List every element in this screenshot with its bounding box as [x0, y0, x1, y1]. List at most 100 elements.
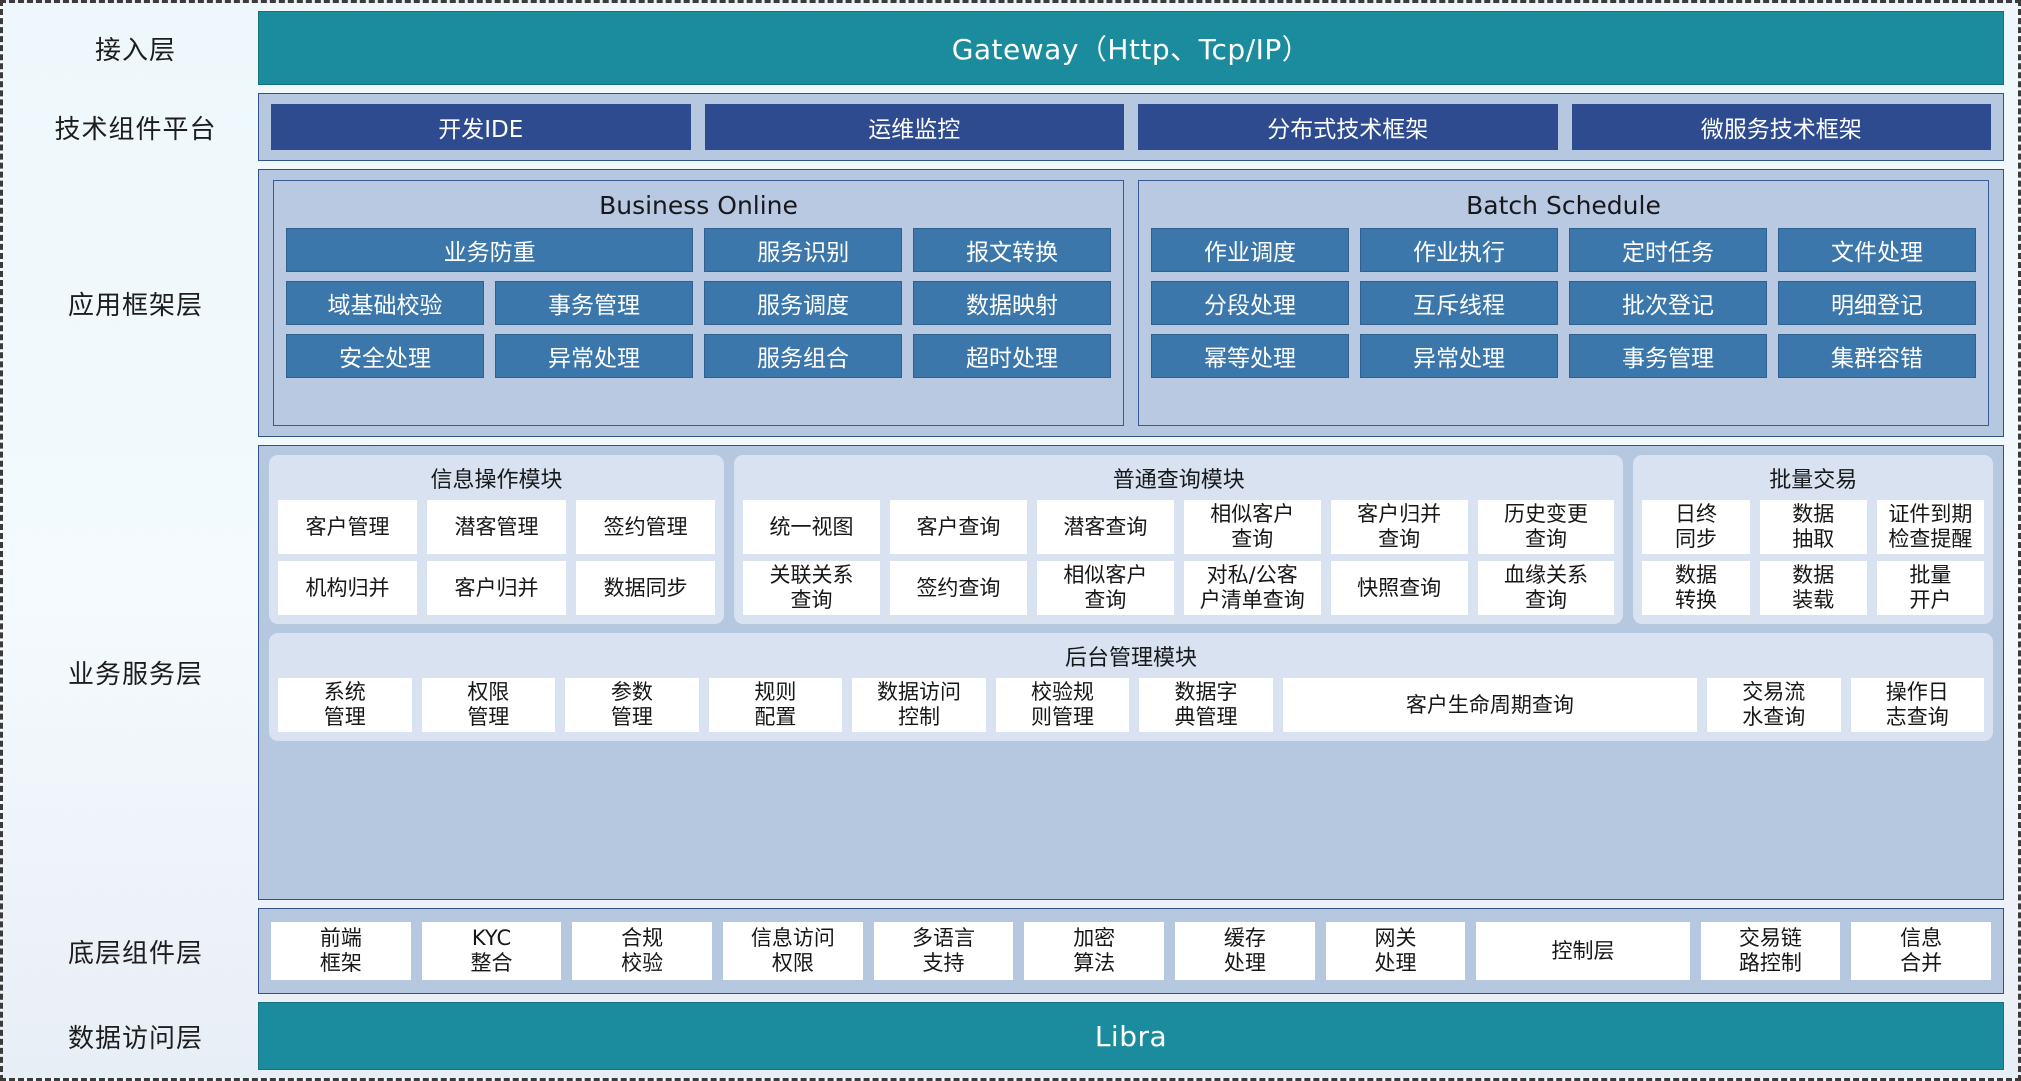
- biz-admin-cell[interactable]: 系统 管理: [278, 678, 412, 732]
- app-cell[interactable]: 分段处理: [1151, 281, 1349, 325]
- app-group-row: 域基础校验事务管理服务调度数据映射: [286, 281, 1111, 325]
- biz-admin-cell[interactable]: 数据访问 控制: [852, 678, 986, 732]
- biz-cell[interactable]: 血缘关系 查询: [1477, 561, 1615, 615]
- biz-cell[interactable]: 客户查询: [890, 500, 1027, 554]
- app-cell[interactable]: 安全处理: [286, 334, 484, 378]
- app-cell[interactable]: 事务管理: [1569, 334, 1767, 378]
- biz-module-0: 信息操作模块客户管理潜客管理签约管理机构归并客户归并数据同步: [269, 455, 725, 624]
- tech-chip-2[interactable]: 分布式技术框架: [1138, 104, 1558, 150]
- app-group-row: 幂等处理异常处理事务管理集群容错: [1151, 334, 1976, 378]
- biz-cell[interactable]: 统一视图: [743, 500, 880, 554]
- app-cell[interactable]: 异常处理: [1360, 334, 1558, 378]
- app-cell[interactable]: 作业调度: [1151, 228, 1349, 272]
- component-cell[interactable]: 缓存 处理: [1175, 922, 1315, 980]
- biz-module-grid-1: 统一视图客户查询潜客查询相似客户 查询客户归并 查询历史变更 查询关联关系 查询…: [743, 500, 1615, 615]
- app-cell[interactable]: 服务识别: [704, 228, 903, 272]
- component-cell[interactable]: KYC 整合: [421, 922, 562, 980]
- layer-label-data-access: 数据访问层: [67, 1023, 203, 1054]
- biz-cell[interactable]: 对私/公客 户清单查询: [1183, 561, 1321, 615]
- app-cell[interactable]: 域基础校验: [286, 281, 484, 325]
- layer-row-business-service: 业务服务层 信息操作模块客户管理潜客管理签约管理机构归并客户归并数据同步普通查询…: [13, 445, 2004, 900]
- app-cell[interactable]: 集群容错: [1778, 334, 1976, 378]
- biz-cell[interactable]: 数据 装载: [1759, 561, 1867, 615]
- component-cell[interactable]: 网关 处理: [1325, 922, 1466, 980]
- biz-cell[interactable]: 关联关系 查询: [743, 561, 880, 615]
- app-cell[interactable]: 服务调度: [704, 281, 902, 325]
- biz-cell[interactable]: 数据同步: [576, 561, 716, 615]
- biz-cell[interactable]: 证件到期 检查提醒: [1876, 500, 1984, 554]
- app-cell[interactable]: 明细登记: [1778, 281, 1976, 325]
- app-cell[interactable]: 事务管理: [495, 281, 693, 325]
- biz-module-title-2: 批量交易: [1769, 468, 1858, 493]
- layer-label-component: 底层组件层: [67, 938, 203, 969]
- biz-admin-cell[interactable]: 数据字 典管理: [1139, 678, 1273, 732]
- biz-admin-cell[interactable]: 规则 配置: [708, 678, 843, 732]
- tech-platform-panel: 开发IDE 运维监控分布式技术框架微服务技术框架: [258, 93, 2004, 161]
- app-cell[interactable]: 异常处理: [495, 334, 693, 378]
- biz-cell[interactable]: 签约管理: [576, 500, 716, 554]
- libra-bar[interactable]: Libra: [258, 1002, 2004, 1070]
- biz-cell[interactable]: 历史变更 查询: [1477, 500, 1615, 554]
- biz-module-1: 普通查询模块统一视图客户查询潜客查询相似客户 查询客户归并 查询历史变更 查询关…: [734, 455, 1624, 624]
- biz-module-row: 关联关系 查询签约查询相似客户 查询对私/公客 户清单查询快照查询血缘关系 查询: [743, 561, 1615, 615]
- biz-admin-cell[interactable]: 校验规 则管理: [995, 678, 1130, 732]
- biz-admin-module-title: 后台管理模块: [1064, 646, 1197, 671]
- app-cell[interactable]: 服务组合: [704, 334, 902, 378]
- layer-label-tech-platform: 技术组件平台: [54, 114, 217, 145]
- layer-body-business-service: 信息操作模块客户管理潜客管理签约管理机构归并客户归并数据同步普通查询模块统一视图…: [258, 445, 2004, 900]
- component-cell[interactable]: 控制层: [1476, 922, 1690, 980]
- biz-cell[interactable]: 客户归并: [427, 561, 567, 615]
- gateway-bar[interactable]: Gateway（Http、Tcp/IP）: [258, 11, 2004, 85]
- app-group-title-0: Business Online: [599, 191, 798, 220]
- biz-admin-row: 系统 管理权限 管理参数 管理规则 配置数据访问 控制校验规 则管理数据字 典管…: [278, 678, 1985, 732]
- biz-module-row: 客户管理潜客管理签约管理: [278, 500, 716, 554]
- biz-admin-cell[interactable]: 操作日 志查询: [1850, 678, 1985, 732]
- biz-cell[interactable]: 潜客查询: [1036, 500, 1174, 554]
- layer-body-data-access: Libra: [258, 1002, 2004, 1070]
- app-cell[interactable]: 报文转换: [913, 228, 1112, 272]
- app-cell[interactable]: 幂等处理: [1151, 334, 1349, 378]
- app-cell[interactable]: 批次登记: [1569, 281, 1767, 325]
- component-cell[interactable]: 信息访问 权限: [723, 922, 863, 980]
- tech-chip-3[interactable]: 微服务技术框架: [1571, 104, 1991, 150]
- app-group-row: 作业调度作业执行定时任务文件处理: [1151, 228, 1976, 272]
- app-group-row: 安全处理异常处理服务组合超时处理: [286, 334, 1111, 378]
- biz-module-title-0: 信息操作模块: [430, 468, 563, 493]
- app-cell[interactable]: 超时处理: [913, 334, 1111, 378]
- biz-cell[interactable]: 相似客户 查询: [1036, 561, 1174, 615]
- biz-admin-cell[interactable]: 客户生命周期查询: [1282, 678, 1697, 732]
- biz-cell[interactable]: 批量 开户: [1876, 561, 1984, 615]
- component-cell[interactable]: 信息 合并: [1851, 922, 1991, 980]
- app-cell[interactable]: 定时任务: [1569, 228, 1767, 272]
- app-cell[interactable]: 数据映射: [913, 281, 1111, 325]
- component-cell[interactable]: 前端 框架: [271, 922, 411, 980]
- biz-cell[interactable]: 日终 同步: [1642, 500, 1750, 554]
- biz-cell[interactable]: 机构归并: [278, 561, 418, 615]
- app-cell[interactable]: 作业执行: [1360, 228, 1558, 272]
- biz-cell[interactable]: 快照查询: [1330, 561, 1468, 615]
- biz-cell[interactable]: 数据 抽取: [1759, 500, 1867, 554]
- app-cell[interactable]: 互斥线程: [1360, 281, 1558, 325]
- app-cell[interactable]: 业务防重: [286, 228, 694, 272]
- biz-admin-cell[interactable]: 参数 管理: [565, 678, 699, 732]
- component-cell[interactable]: 多语言 支持: [873, 922, 1014, 980]
- layer-row-access: 接入层 Gateway（Http、Tcp/IP）: [13, 11, 2004, 85]
- component-cell[interactable]: 交易链 路控制: [1700, 922, 1841, 980]
- biz-cell[interactable]: 客户管理: [278, 500, 418, 554]
- biz-cell[interactable]: 潜客管理: [427, 500, 567, 554]
- tech-chip-1[interactable]: 运维监控: [704, 104, 1124, 150]
- biz-admin-cell[interactable]: 交易流 水查询: [1706, 678, 1841, 732]
- biz-cell[interactable]: 签约查询: [890, 561, 1027, 615]
- component-cell[interactable]: 加密 算法: [1024, 922, 1165, 980]
- tech-chip-0[interactable]: 开发IDE: [271, 104, 691, 150]
- biz-admin-cell[interactable]: 权限 管理: [421, 678, 556, 732]
- biz-cell[interactable]: 数据 转换: [1642, 561, 1750, 615]
- biz-cell[interactable]: 相似客户 查询: [1183, 500, 1321, 554]
- component-cell[interactable]: 合规 校验: [572, 922, 713, 980]
- app-cell[interactable]: 文件处理: [1778, 228, 1976, 272]
- biz-cell[interactable]: 客户归并 查询: [1330, 500, 1468, 554]
